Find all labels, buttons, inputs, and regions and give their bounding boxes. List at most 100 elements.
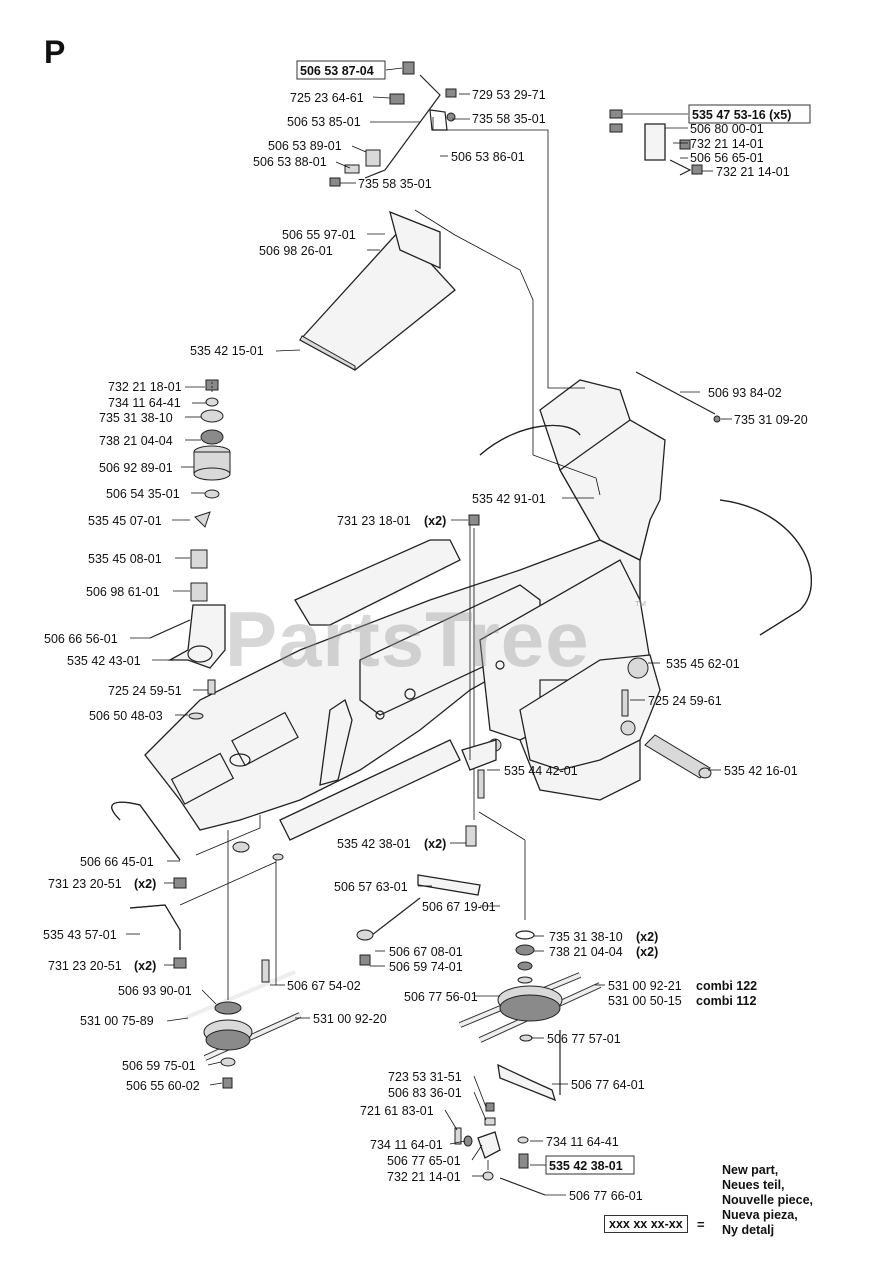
- part-label: 506 53 87-04: [300, 64, 374, 78]
- deck-pulley: [454, 514, 602, 1196]
- chassis-frame: [144, 379, 812, 841]
- part-label: 531 00 50-15: [608, 994, 682, 1008]
- part-label: 506 77 64-01: [571, 1078, 645, 1092]
- part-label: 506 55 60-02: [126, 1079, 200, 1093]
- part-label: 506 93 84-02: [708, 386, 782, 400]
- part-label: 734 11 64-41: [546, 1135, 619, 1149]
- part-label: 735 31 38-10: [99, 411, 173, 425]
- part-label: 506 53 85-01: [287, 115, 361, 129]
- part-label: 506 67 19-01: [422, 900, 496, 914]
- part-label: 732 21 14-01: [387, 1170, 461, 1184]
- part-label: 506 53 88-01: [253, 155, 327, 169]
- part-label: 731 23 18-01: [337, 514, 411, 528]
- trademark-symbol: ™: [634, 598, 647, 613]
- legend-equals: =: [697, 1217, 705, 1232]
- part-label: 535 42 38-01: [549, 1159, 623, 1173]
- part-label: 725 23 64-61: [290, 91, 364, 105]
- new-part-box: [545, 1155, 635, 1175]
- part-label: 506 77 57-01: [547, 1032, 621, 1046]
- part-label: 535 42 91-01: [472, 492, 546, 506]
- part-label: 506 56 65-01: [690, 151, 764, 165]
- part-label: 506 80 00-01: [690, 122, 764, 136]
- part-label: 725 24 59-51: [108, 684, 182, 698]
- legend-line: Ny detalj: [722, 1223, 775, 1237]
- idler-stack: [149, 379, 231, 720]
- part-label: 535 42 43-01: [67, 654, 141, 668]
- cover-plate: [298, 210, 456, 371]
- part-label: 535 44 42-01: [504, 764, 578, 778]
- part-label: 506 53 89-01: [268, 139, 342, 153]
- engine-pulley: [184, 830, 302, 1089]
- watermark: PartsTree: [225, 595, 590, 683]
- part-label: 734 11 64-01: [370, 1138, 443, 1152]
- part-label: 535 43 57-01: [43, 928, 117, 942]
- legend-line: New part,: [722, 1163, 779, 1177]
- part-label: 721 61 83-01: [360, 1104, 434, 1118]
- new-part-box: [296, 60, 386, 80]
- tension-spring: [356, 874, 481, 966]
- part-label: 506 59 75-01: [122, 1059, 196, 1073]
- part-label: 506 93 90-01: [118, 984, 192, 998]
- part-label: 506 77 65-01: [387, 1154, 461, 1168]
- part-label: 506 77 66-01: [569, 1189, 643, 1203]
- pivot-shaft: [621, 689, 712, 779]
- part-label: 535 45 08-01: [88, 552, 162, 566]
- part-label: 506 55 97-01: [282, 228, 356, 242]
- part-label: 735 31 09-20: [734, 413, 808, 427]
- part-label: 725 24 59-61: [648, 694, 722, 708]
- part-label: 506 83 36-01: [388, 1086, 462, 1100]
- qualifier: (x2): [134, 877, 156, 891]
- part-label: 535 42 15-01: [190, 344, 264, 358]
- pedal-lever: [329, 61, 457, 187]
- part-label: 506 67 54-02: [287, 979, 361, 993]
- part-label: 506 66 56-01: [44, 632, 118, 646]
- part-label: 506 66 45-01: [80, 855, 154, 869]
- part-label: 732 21 18-01: [108, 380, 182, 394]
- part-label: 735 31 38-10: [549, 930, 623, 944]
- control-rod: [635, 371, 721, 423]
- qualifier: combi 122: [696, 979, 757, 993]
- part-label: 506 67 08-01: [389, 945, 463, 959]
- part-label: 506 98 26-01: [259, 244, 333, 258]
- qualifier: (x2): [134, 959, 156, 973]
- qualifier: (x2): [636, 930, 658, 944]
- part-label: 506 59 74-01: [389, 960, 463, 974]
- qualifier: (x2): [424, 514, 446, 528]
- legend-text: New part, Neues teil, Nouvelle piece, Nu…: [722, 1163, 813, 1238]
- sheet-letter: P: [44, 34, 66, 70]
- part-label: 732 21 14-01: [690, 137, 764, 151]
- part-label: 531 00 92-21: [608, 979, 682, 993]
- leader-lines: [126, 67, 732, 1196]
- part-label: 535 42 38-01: [337, 837, 411, 851]
- part-label: 506 92 89-01: [99, 461, 173, 475]
- part-labels: 506 53 87-04 725 23 64-61 729 53 29-71 5…: [43, 60, 811, 1203]
- part-label: 731 23 20-51: [48, 959, 122, 973]
- part-label: 506 77 56-01: [404, 990, 478, 1004]
- part-label: 731 23 20-51: [48, 877, 122, 891]
- part-label: 738 21 04-04: [549, 945, 623, 959]
- part-label: 531 00 92-20: [313, 1012, 387, 1026]
- qualifier: (x2): [636, 945, 658, 959]
- part-label: 506 98 61-01: [86, 585, 160, 599]
- part-label: 535 47 53-16 (x5): [692, 108, 791, 122]
- part-label: 734 11 64-41: [108, 396, 181, 410]
- part-label: 732 21 14-01: [716, 165, 790, 179]
- part-label: 506 54 35-01: [106, 487, 180, 501]
- part-label: 735 58 35-01: [472, 112, 546, 126]
- part-label: 535 45 62-01: [666, 657, 740, 671]
- part-label: 729 53 29-71: [472, 88, 546, 102]
- legend: xxx xx xx-xx = New part, Neues teil, Nou…: [604, 1163, 854, 1253]
- qualifier: combi 112: [696, 994, 756, 1008]
- part-label: 506 53 86-01: [451, 150, 525, 164]
- legend-line: Nueva pieza,: [722, 1208, 798, 1222]
- new-part-box: [688, 104, 811, 124]
- part-label: 535 45 07-01: [88, 514, 162, 528]
- part-label: 738 21 04-04: [99, 434, 173, 448]
- part-label: 531 00 75-89: [80, 1014, 154, 1028]
- mount-bracket: [609, 109, 703, 176]
- lift-rods: [111, 801, 187, 969]
- part-label: 506 50 48-03: [89, 709, 163, 723]
- part-label: 535 42 16-01: [724, 764, 798, 778]
- part-label: 723 53 31-51: [388, 1070, 462, 1084]
